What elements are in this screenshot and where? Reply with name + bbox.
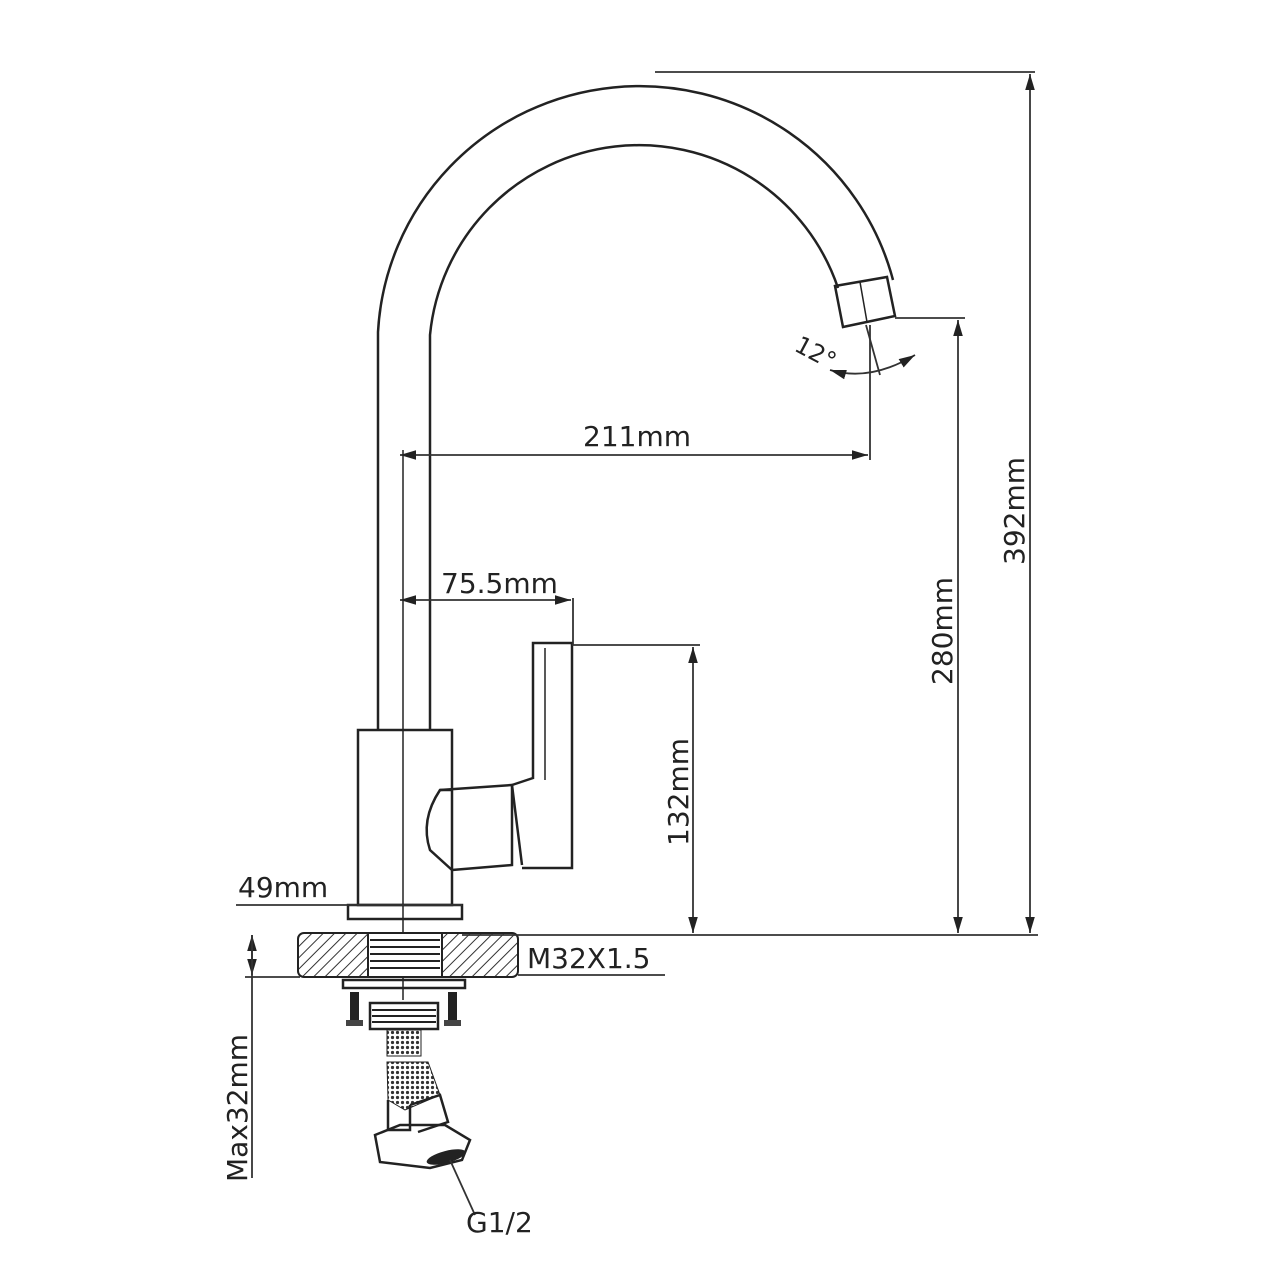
dim-connection: G1/2 [466,1206,533,1239]
dim-thread: M32X1.5 [527,942,651,975]
dim-spout-reach: 211mm [583,420,691,453]
dim-spout-height: 280mm [926,577,959,685]
spout [376,84,897,730]
dim-spout-angle: 12° [790,331,841,376]
dim-base-diameter: 49mm [238,871,328,904]
dim-handle-offset: 75.5mm [441,567,558,600]
aerator [833,275,897,329]
faucet-body [346,450,464,1000]
mounting-hardware [341,978,472,1170]
dim-max-thickness: Max32mm [221,1034,254,1182]
lever-handle [425,641,574,872]
dim-handle-height: 132mm [662,738,695,846]
dim-total-height: 392mm [998,457,1031,565]
dimension-lines [236,71,1038,1216]
countertop [297,932,519,978]
